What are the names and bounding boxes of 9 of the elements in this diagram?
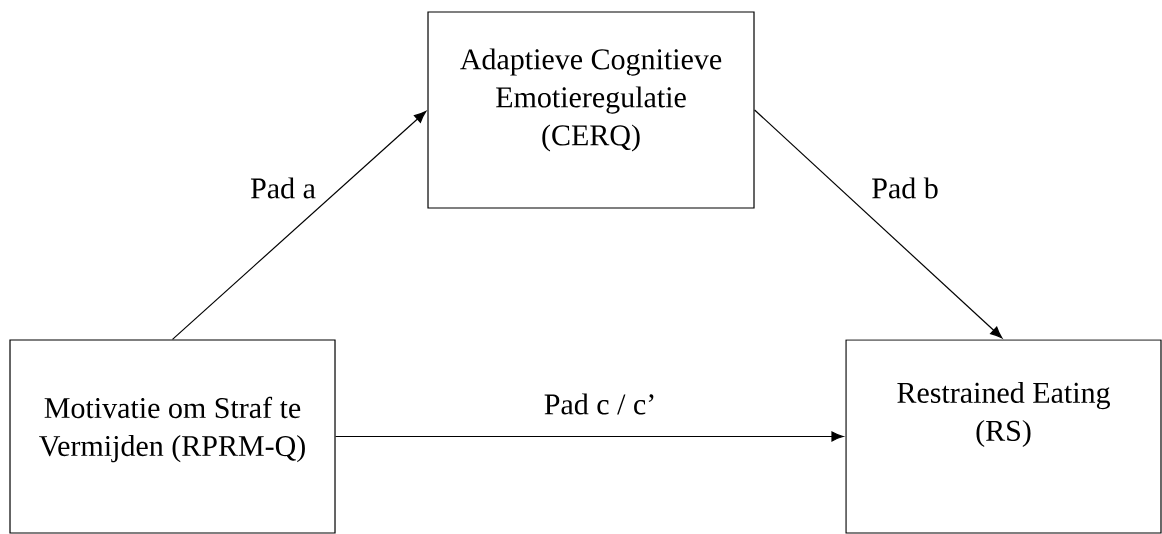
- text-box: Motivatie om Straf te Vermijden (RPRM-Q): [9, 339, 336, 534]
- edge-label: Pad c / c’: [544, 393, 654, 415]
- text-box: Restrained Eating (RS): [845, 339, 1162, 534]
- text-box: Adaptieve Cognitieve Emotieregulatie (CERQ): [427, 11, 755, 209]
- edge-label: Pad a: [250, 177, 316, 199]
- arrow: [171, 110, 427, 340]
- edge-label: Pad b: [872, 177, 938, 199]
- arrow: [335, 431, 844, 442]
- arrow: [754, 109, 1003, 339]
